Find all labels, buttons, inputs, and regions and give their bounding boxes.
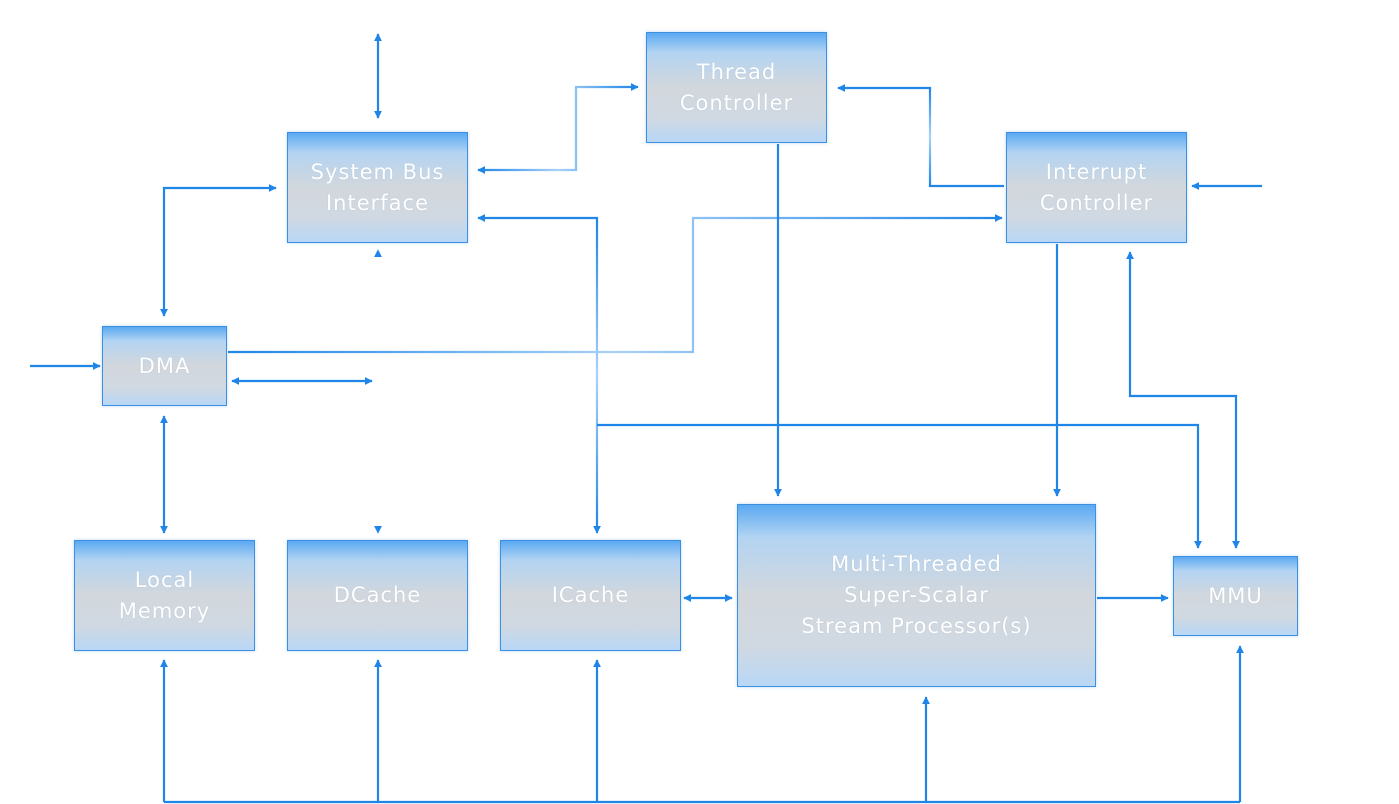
dma-block: DMA <box>102 326 227 406</box>
thread-controller-block: Thread Controller <box>646 32 827 143</box>
system-bus-interface-label: System Bus Interface <box>310 159 445 215</box>
interrupt-controller-label: Interrupt Controller <box>1039 159 1154 215</box>
icache-block: ICache <box>500 540 681 651</box>
local-memory-block: Local Memory <box>74 540 255 651</box>
interrupt-controller-block: Interrupt Controller <box>1006 132 1187 243</box>
stream-processor-label: Multi-Threaded Super-Scalar Stream Proce… <box>801 552 1032 638</box>
stream-processor-block: Multi-Threaded Super-Scalar Stream Proce… <box>737 504 1096 687</box>
arrow-system-bus-thread-controller <box>477 83 639 174</box>
system-bus-interface-block: System Bus Interface <box>287 132 468 243</box>
dma-label: DMA <box>138 353 191 378</box>
arrow-system-bus-icache <box>477 214 601 534</box>
local-memory-label: Local Memory <box>118 567 211 623</box>
arrow-interrupt-to-thread-controller <box>837 84 1004 188</box>
arrow-dma-system-bus <box>160 184 277 317</box>
mmu-label: MMU <box>1208 583 1263 608</box>
arrow-dma-interrupt-controller <box>228 214 1003 354</box>
arrow-interrupt-mmu <box>1126 251 1240 549</box>
icache-label: ICache <box>551 583 630 607</box>
dcache-block: DCache <box>287 540 468 651</box>
dcache-label: DCache <box>333 583 422 607</box>
thread-controller-label: Thread Controller <box>679 59 794 115</box>
mmu-block: MMU <box>1173 556 1298 636</box>
